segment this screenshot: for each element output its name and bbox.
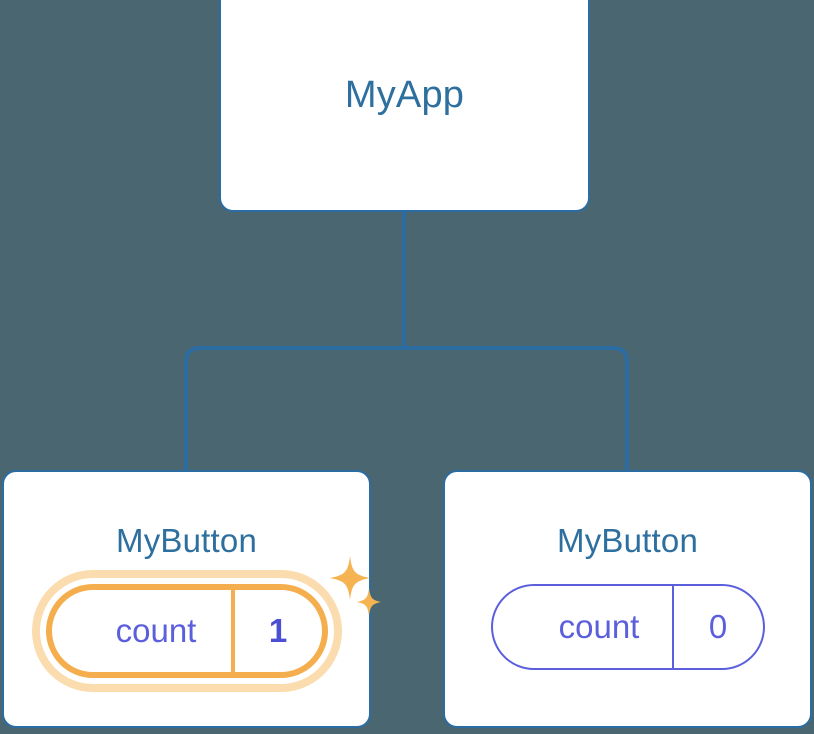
node-myapp-title: MyApp	[344, 73, 465, 116]
node-mybutton-right-title: MyButton	[557, 522, 698, 559]
state-pill-right[interactable]: count 0	[490, 584, 765, 670]
state-pill-left[interactable]: count 1	[45, 584, 328, 678]
node-mybutton-right[interactable]: MyButton count 0	[443, 470, 812, 728]
state-pill-glow	[31, 570, 342, 692]
sparkle-large-icon	[329, 556, 370, 600]
state-pill-right-value: 0	[671, 586, 763, 668]
sparkle-group	[329, 556, 381, 616]
edge-branch-left	[184, 346, 404, 470]
state-pill-left-key: count	[115, 612, 197, 649]
state-pill-left-value: 1	[230, 590, 322, 672]
node-mybutton-left-title: MyButton	[116, 522, 257, 559]
state-pill-left-wrap: count 1	[4, 556, 381, 692]
node-mybutton-left[interactable]: MyButton count 1	[2, 470, 381, 728]
state-pill-right-holder: count 0	[490, 584, 765, 670]
state-pill-left-holder: count 1	[31, 556, 381, 692]
node-myapp[interactable]: MyApp	[219, 0, 590, 212]
edge-branch-right	[404, 346, 629, 470]
sparkle-small-icon	[356, 588, 381, 616]
state-pill-right-wrap: count 0	[445, 584, 810, 670]
state-pill-right-key: count	[558, 608, 640, 645]
